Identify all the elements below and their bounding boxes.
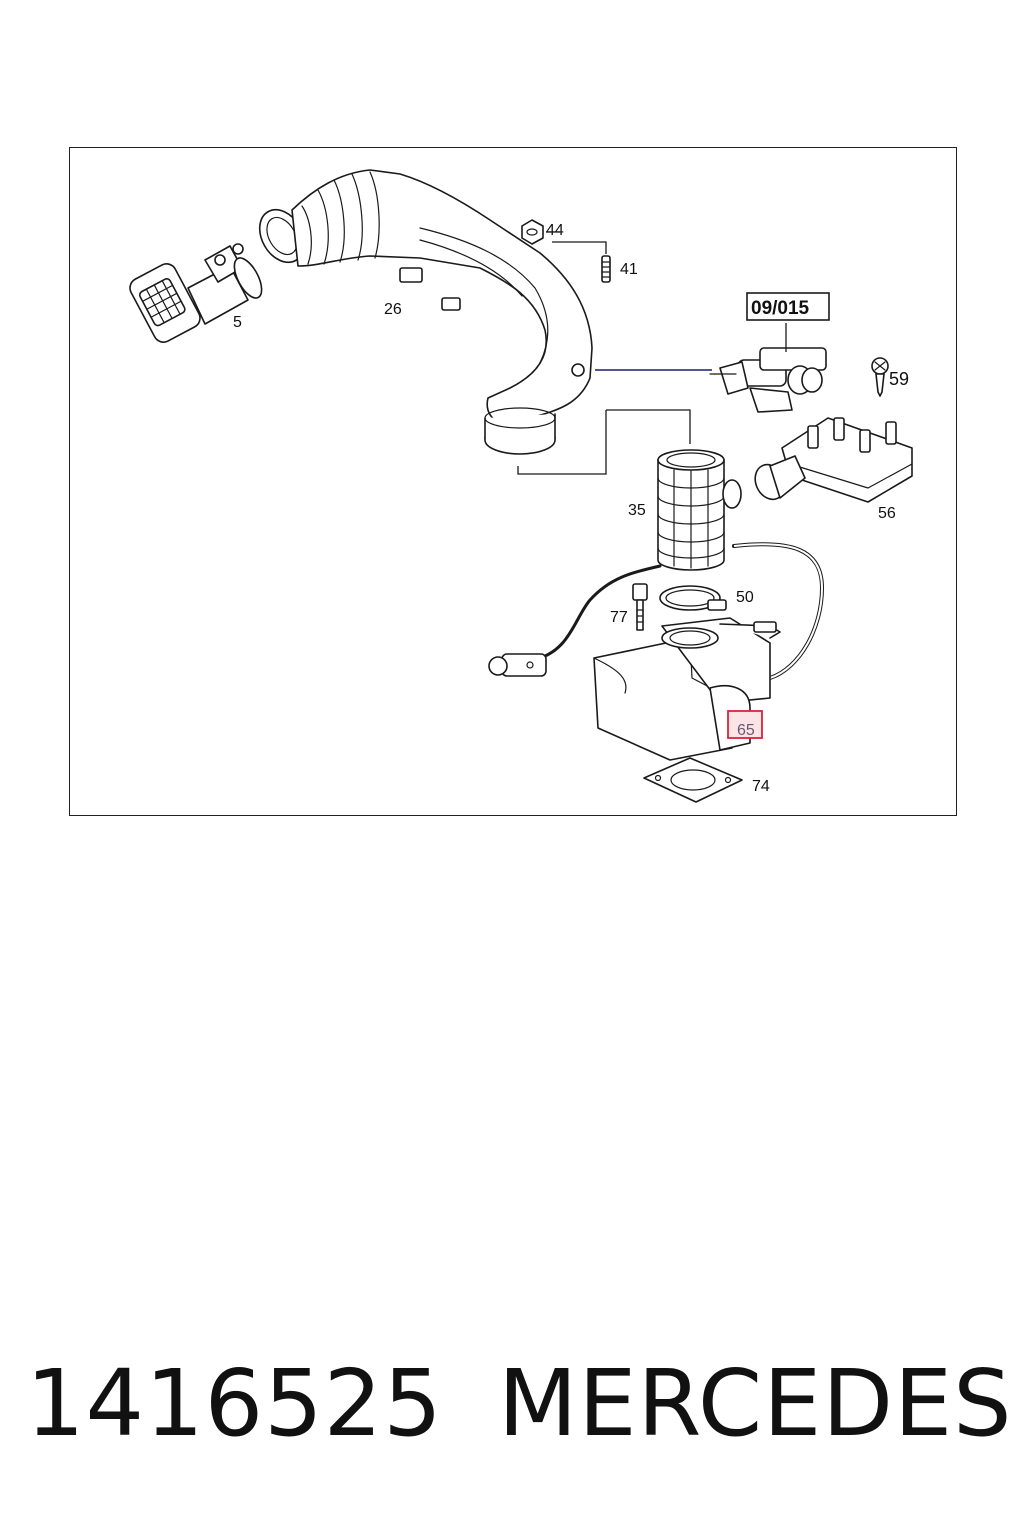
callout-ref-09-015[interactable]: 09/015 [746, 292, 830, 321]
callout-35[interactable]: 35 [628, 502, 646, 519]
callout-26[interactable]: 26 [384, 301, 402, 318]
part-26-intake-duct[interactable] [251, 169, 593, 455]
parts-diagram: 5 26 44 41 09/015 59 35 56 50 77 65 74 [126, 169, 913, 803]
part-56-cover[interactable] [750, 417, 913, 504]
part-35-bellows[interactable] [657, 449, 742, 571]
part-77-bolt[interactable] [632, 583, 648, 631]
svg-text:09/015: 09/015 [751, 298, 810, 319]
parts-diagram-frame: 5 26 44 41 09/015 59 35 56 50 77 65 74 [69, 147, 957, 816]
part-5-air-mass-sensor[interactable] [126, 243, 267, 346]
svg-text:65: 65 [737, 722, 755, 739]
part-59-screw[interactable] [871, 357, 889, 397]
brand-name: MERCEDES [498, 1350, 1013, 1457]
sensor-with-cable[interactable] [488, 564, 662, 677]
ref-09-015-valve[interactable] [709, 347, 827, 413]
callout-50[interactable]: 50 [736, 589, 754, 606]
leader-35-top [606, 409, 691, 444]
callout-59[interactable]: 59 [889, 369, 909, 389]
leader-35-duct [517, 410, 607, 475]
part-44-nut[interactable] [521, 219, 544, 245]
callout-44[interactable]: 44 [546, 222, 564, 239]
callout-5[interactable]: 5 [233, 314, 242, 331]
part-50-clamp[interactable] [659, 585, 727, 611]
leader-41 [552, 241, 607, 254]
callout-56[interactable]: 56 [878, 505, 896, 522]
callout-74[interactable]: 74 [752, 778, 770, 795]
callout-65-highlighted[interactable]: 65 [727, 710, 763, 739]
callout-41[interactable]: 41 [620, 261, 638, 278]
part-41-stud[interactable] [601, 255, 611, 283]
callout-77[interactable]: 77 [610, 609, 628, 626]
part-number: 1416525 [26, 1350, 443, 1457]
part-74-gasket[interactable] [643, 757, 743, 803]
part-65-throttle-housing[interactable] [593, 617, 781, 761]
